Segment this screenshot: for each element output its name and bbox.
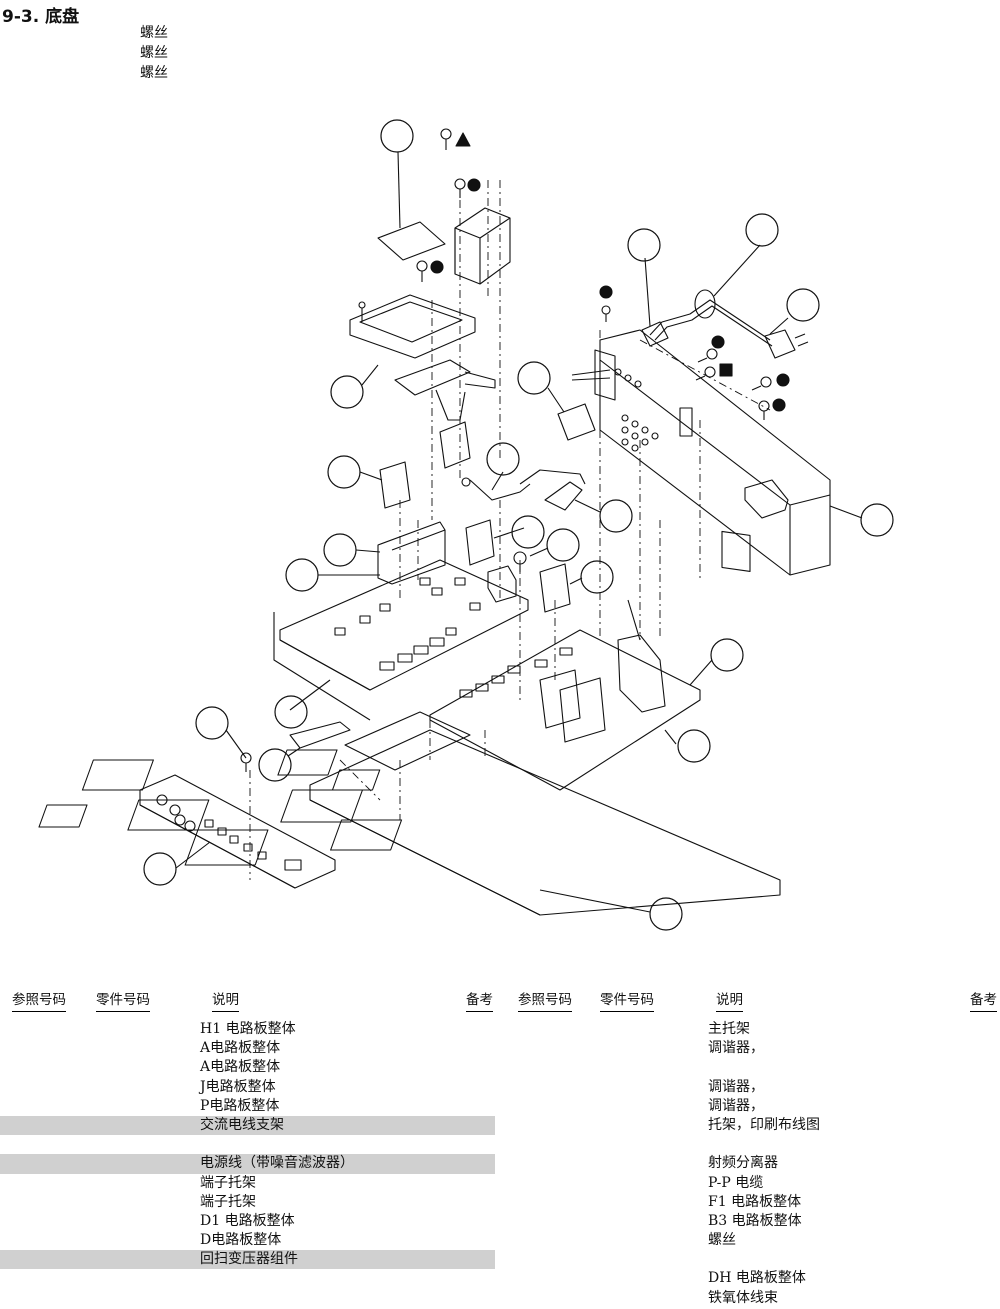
- callout-circle: [285, 558, 319, 592]
- header-part-no: 零件号码: [96, 988, 150, 1012]
- exploded-chassis-diagram: [38, 119, 894, 931]
- callout-circle: [710, 638, 744, 672]
- parts-row: 射频分离器: [708, 1155, 778, 1172]
- parts-row: 主托架: [708, 1021, 750, 1037]
- power-cord: [641, 289, 809, 359]
- callout-circle: [143, 852, 177, 886]
- page-title: 9-3. 底盘: [2, 7, 80, 27]
- callout-circle: [745, 213, 779, 247]
- callout-circle: [323, 533, 357, 567]
- callout-circle: [486, 442, 520, 476]
- parts-row: 托架，印刷布线图: [708, 1116, 820, 1133]
- callout-circle: [677, 729, 711, 763]
- parts-row: D电路板整体: [200, 1232, 282, 1249]
- header-remarks: 备考: [970, 988, 997, 1012]
- parts-row: D1 电路板整体: [200, 1212, 295, 1229]
- parts-row: B3 电路板整体: [708, 1212, 802, 1229]
- vent-holes: [614, 368, 659, 452]
- callout-circles: [143, 119, 894, 931]
- back-terminal-panel: [571, 329, 831, 576]
- parts-row: 螺丝: [708, 1232, 736, 1249]
- tuner-bracket: [349, 207, 511, 421]
- callout-circle: [258, 748, 292, 782]
- parts-row: P-P 电缆: [708, 1174, 764, 1191]
- parts-row: A电路板整体: [200, 1040, 281, 1057]
- parts-row: DH 电路板整体: [708, 1270, 806, 1287]
- left-parts-list: H1 电路板整体 A电路板整体 A电路板整体 J电路板整体 P电路板整体 交流电…: [0, 1020, 495, 1270]
- screw-legend: 螺丝 螺丝 螺丝: [140, 23, 168, 83]
- parts-row: 铁氧体线束: [708, 1289, 778, 1306]
- screw-legend-item: 螺丝: [140, 65, 168, 81]
- assembly-guide-lines: [249, 180, 771, 880]
- callout-leaders: [175, 151, 863, 913]
- parts-row: [200, 1135, 495, 1154]
- header-ref-no: 参照号码: [12, 988, 66, 1012]
- screw-legend-item: 螺丝: [140, 25, 168, 41]
- parts-row: A电路板整体: [200, 1059, 281, 1076]
- callout-circle: [627, 228, 661, 262]
- callout-circle: [580, 560, 614, 594]
- callout-circle: [599, 499, 633, 533]
- parts-row: 回扫变压器组件: [0, 1250, 495, 1270]
- header-description: 说明: [716, 988, 743, 1012]
- parts-row: 交流电线支架: [0, 1115, 495, 1136]
- callout-circle: [546, 528, 580, 562]
- callout-circle: [517, 361, 551, 395]
- parts-row: [708, 1250, 998, 1269]
- parts-row: [708, 1135, 998, 1154]
- callout-circle: [786, 288, 820, 322]
- right-parts-list: 主托架 调谐器， 调谐器， 调谐器， 托架，印刷布线图 射频分离器 P-P 电缆…: [708, 1020, 998, 1308]
- screws: [240, 128, 790, 772]
- parts-row: P电路板整体: [200, 1097, 280, 1114]
- callout-circle: [380, 119, 414, 153]
- parts-row: 端子托架: [200, 1174, 256, 1191]
- a-board: [273, 521, 529, 721]
- screw-legend-item: 螺丝: [140, 45, 168, 61]
- front-board: [139, 721, 351, 889]
- callout-circle: [511, 515, 545, 549]
- callout-circle: [649, 897, 683, 931]
- d-board: [429, 599, 701, 791]
- parts-row: 电源线（带噪音滤波器）: [0, 1154, 495, 1174]
- parts-row: 调谐器，: [708, 1078, 764, 1095]
- parts-row: J电路板整体: [200, 1078, 276, 1095]
- parts-row: F1 电路板整体: [708, 1193, 802, 1210]
- parts-row: 调谐器，: [708, 1040, 764, 1057]
- header-description: 说明: [212, 988, 239, 1012]
- callout-circle: [330, 375, 364, 409]
- parts-row: H1 电路板整体: [200, 1021, 296, 1037]
- callout-circle: [274, 695, 308, 729]
- header-ref-no: 参照号码: [518, 988, 572, 1012]
- header-remarks: 备考: [466, 988, 493, 1012]
- parts-row: [708, 1058, 998, 1077]
- callout-circle: [860, 503, 894, 537]
- callout-circle: [327, 455, 361, 489]
- small-parts: [379, 403, 596, 613]
- header-part-no: 零件号码: [600, 988, 654, 1012]
- callout-circle: [195, 706, 229, 740]
- parts-row: 调谐器，: [708, 1097, 764, 1114]
- main-chassis-frame: [38, 711, 781, 916]
- parts-row: 端子托架: [200, 1193, 256, 1210]
